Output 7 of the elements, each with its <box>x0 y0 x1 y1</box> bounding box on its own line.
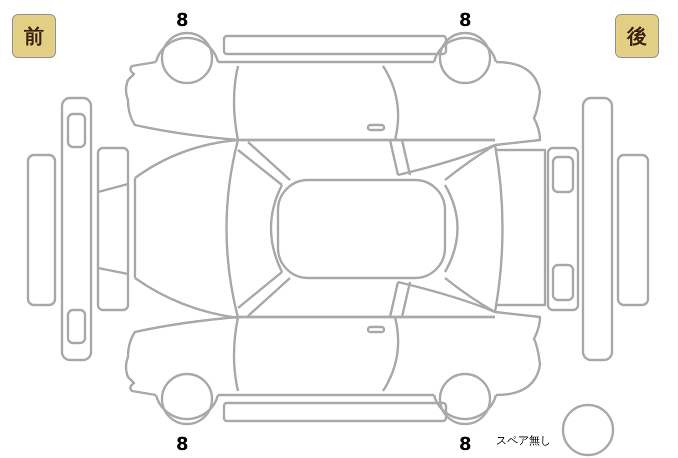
count-number: 8 <box>459 436 472 454</box>
count-number: 8 <box>459 12 472 30</box>
label-badge: 後 <box>615 14 659 58</box>
note-text: スペア無し <box>496 435 551 446</box>
label-badge: 前 <box>12 14 56 58</box>
count-number: 8 <box>176 12 189 30</box>
count-number: 8 <box>176 436 189 454</box>
